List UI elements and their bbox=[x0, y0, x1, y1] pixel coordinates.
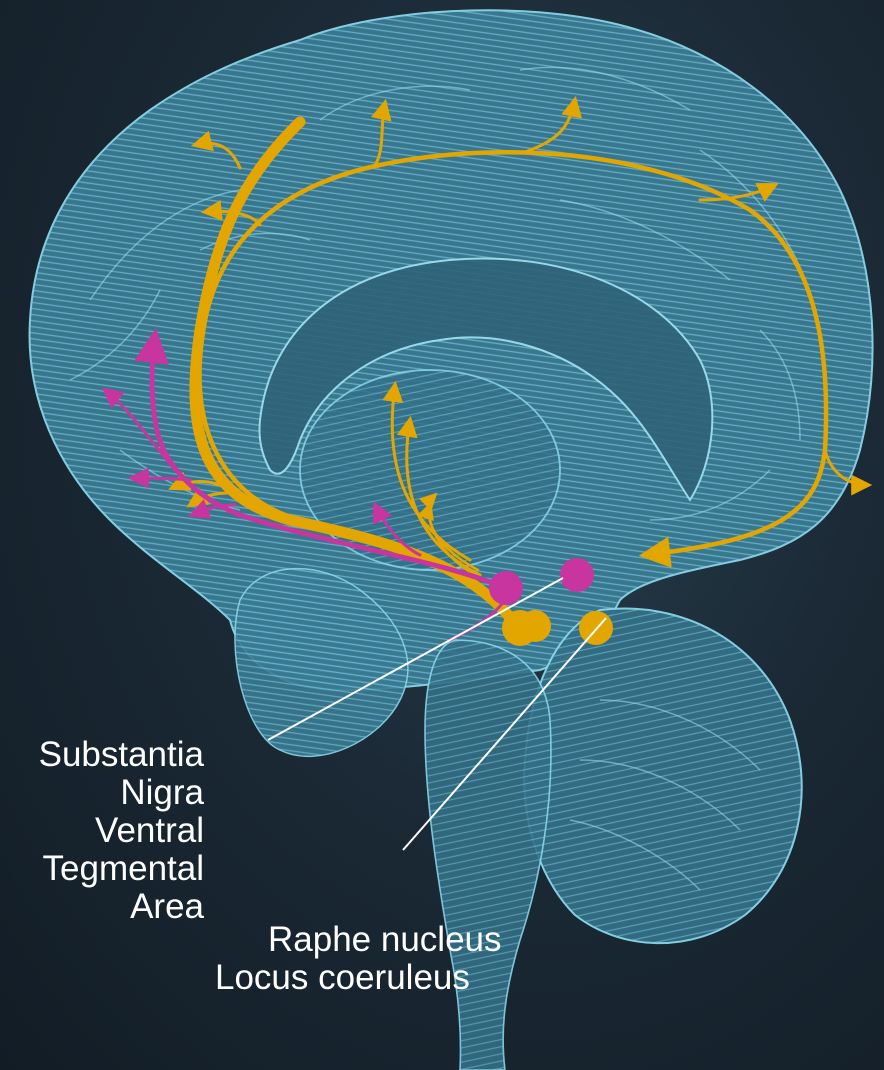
vta-nucleus-2 bbox=[519, 610, 551, 642]
label-nigra: Nigra bbox=[39, 774, 204, 812]
substantia-vta-labels: Substantia Nigra Ventral Tegmental Area bbox=[39, 736, 204, 926]
label-locus-coeruleus: Locus coeruleus bbox=[215, 959, 470, 997]
label-raphe-nucleus: Raphe nucleus bbox=[268, 921, 502, 959]
substantia-nigra-nucleus bbox=[489, 571, 523, 605]
label-area: Area bbox=[39, 888, 204, 926]
raphe-nucleus-dot bbox=[560, 558, 594, 592]
label-tegmental: Tegmental bbox=[39, 850, 204, 888]
cerebrum-shape bbox=[30, 10, 873, 690]
label-substantia: Substantia bbox=[39, 736, 204, 774]
brainstem-shape bbox=[425, 640, 551, 1070]
cerebellum-shape bbox=[524, 608, 801, 943]
label-ventral: Ventral bbox=[39, 812, 204, 850]
